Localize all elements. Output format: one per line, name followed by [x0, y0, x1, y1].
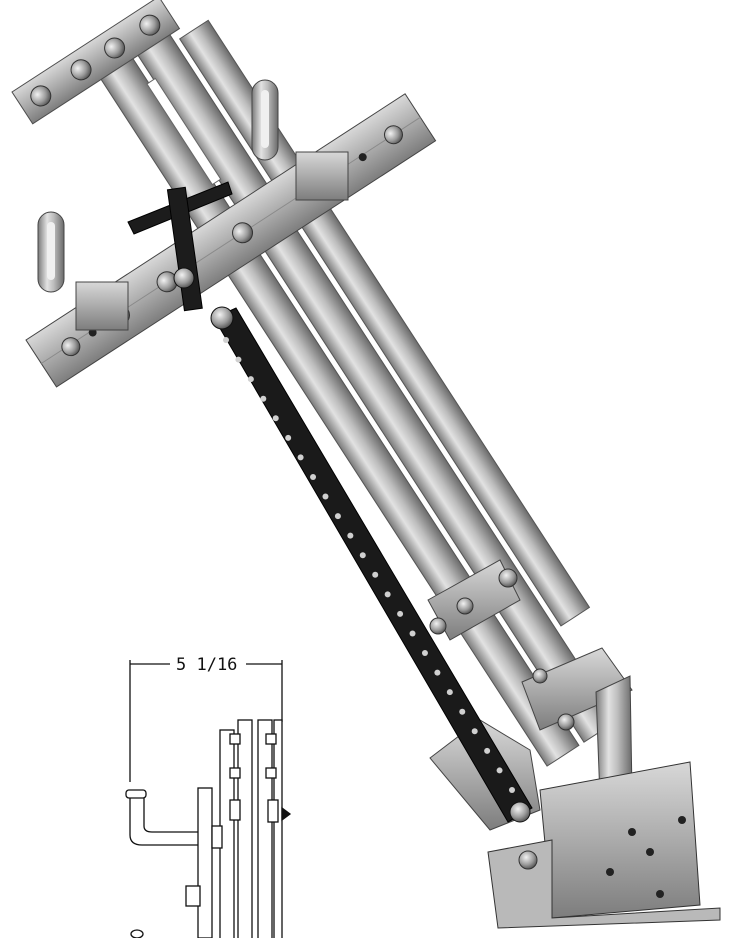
t-handle: [127, 181, 233, 312]
strap-hole: [310, 473, 317, 480]
strap-hole: [334, 513, 341, 520]
bolt: [70, 59, 92, 81]
top-end-cap: [11, 0, 181, 125]
strap-hole: [409, 630, 416, 637]
strap-hole: [359, 552, 366, 559]
strap-hole: [223, 337, 229, 343]
main-rail-assembly: [11, 0, 721, 929]
strap-hole: [322, 493, 329, 500]
strap-hole: [260, 395, 267, 402]
strap-hole: [471, 728, 478, 735]
strap-hole: [484, 747, 491, 754]
bolt: [139, 14, 161, 36]
bolt: [61, 337, 81, 357]
rail-right: [179, 19, 591, 627]
strap-hole: [459, 708, 466, 715]
strap-hole: [297, 454, 304, 461]
bolt: [232, 222, 254, 244]
strap-hole: [372, 571, 379, 578]
strap-hole: [496, 767, 503, 774]
strap-hole: [397, 610, 404, 617]
technical-drawing: 5 1/16: [125, 655, 292, 938]
strap-hole: [247, 376, 254, 383]
strap-hole: [384, 591, 391, 598]
base-angle: [487, 761, 721, 929]
strap-hole: [285, 434, 292, 441]
strap-hole: [235, 356, 242, 363]
j-hook: [129, 792, 198, 846]
rail-slot: [146, 77, 222, 186]
peg-left: [37, 211, 129, 331]
bolt: [104, 37, 126, 59]
hole: [358, 153, 367, 162]
strap-hole: [272, 415, 279, 422]
top-bracket: [521, 647, 633, 799]
strap-hole: [434, 669, 441, 676]
strap-hole: [509, 787, 515, 793]
strap-hole: [446, 689, 453, 696]
bolt: [30, 85, 52, 107]
peg-right: [251, 79, 349, 201]
strap-hole: [421, 650, 428, 657]
bolt: [383, 125, 403, 145]
black-strap: [210, 306, 533, 823]
dimension-label: 5 1/16: [176, 655, 237, 675]
strap-hole: [347, 532, 354, 539]
